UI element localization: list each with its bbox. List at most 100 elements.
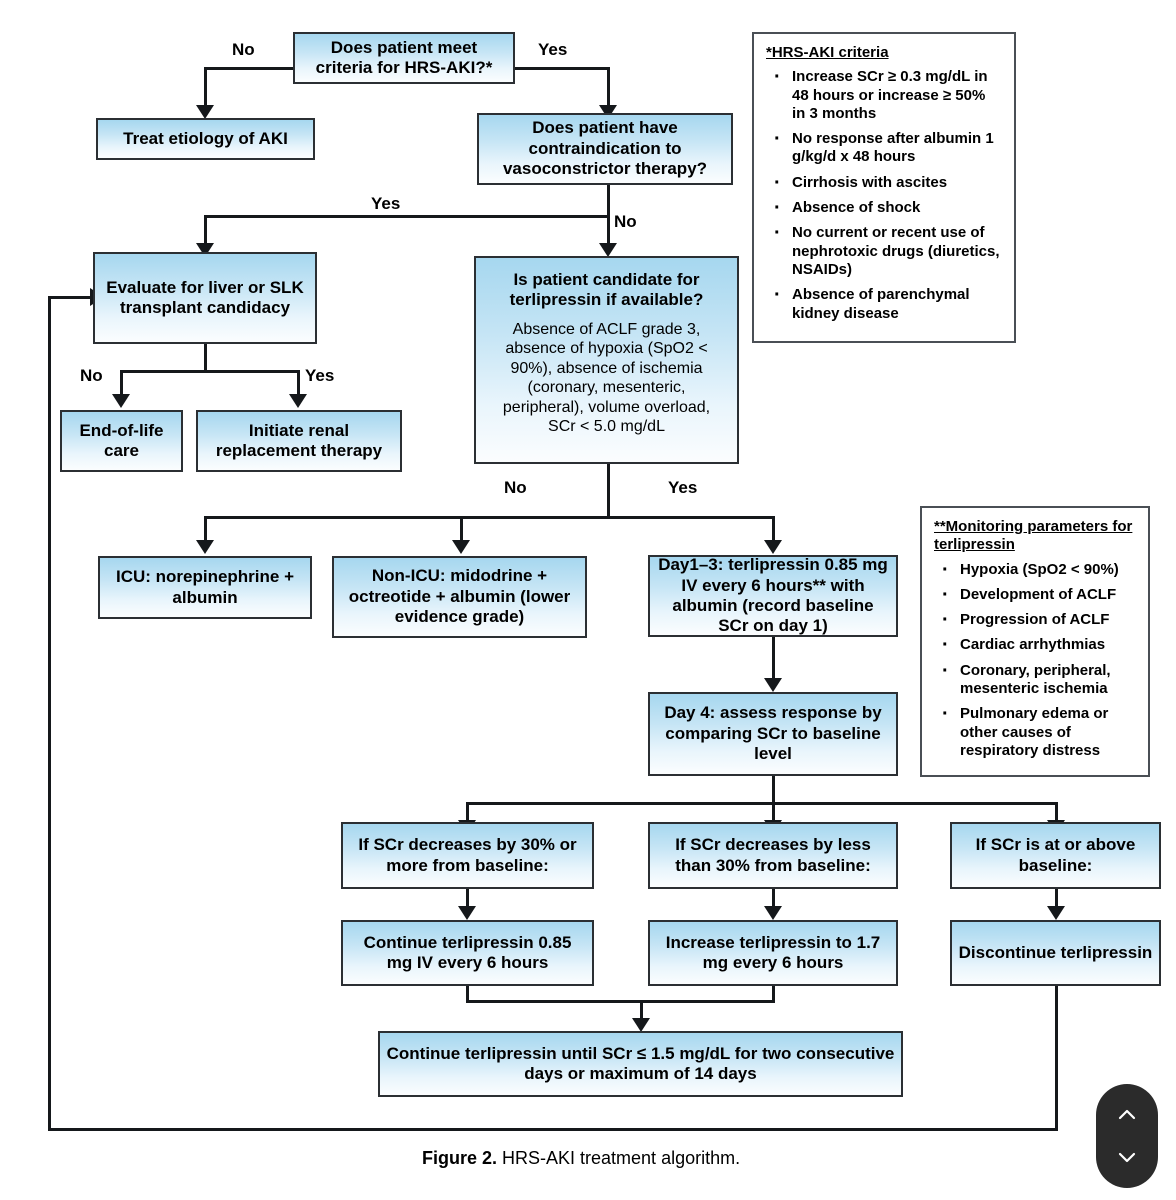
- box-day4-assess-label: Day 4: assess response by comparing SCr …: [664, 703, 882, 764]
- box-scr-decrease-less30-label: If SCr decreases by less than 30% from b…: [675, 835, 871, 875]
- note-hrs-aki-item: No response after albumin 1 g/kg/d x 48 …: [766, 127, 1002, 167]
- box-non-icu-midodrine-label: Non-ICU: midodrine + octreotide + albumi…: [348, 566, 571, 627]
- connector-merge-down: [640, 1000, 643, 1022]
- connector-merge-bar: [466, 1000, 775, 1003]
- figure-caption-text: HRS-AKI treatment algorithm.: [497, 1148, 741, 1168]
- connector-transplant-bar: [120, 370, 300, 373]
- box-increase-17-label: Increase terlipressin to 1.7 mg every 6 …: [665, 932, 881, 972]
- edge-label-transplant-yes: Yes: [305, 366, 335, 385]
- box-icu-norepinephrine[interactable]: ICU: norepinephrine + albumin: [98, 556, 312, 619]
- box-scr-at-or-above-label: If SCr is at or above baseline:: [975, 835, 1136, 875]
- connector-transplant-no-down: [120, 370, 123, 398]
- arrow-transplant-no: [112, 394, 130, 408]
- box-continue-until[interactable]: Continue terlipressin until SCr ≤ 1.5 mg…: [378, 1031, 903, 1097]
- note-hrs-aki-item: Absence of shock: [766, 196, 1002, 221]
- box-day1-3-terlipressin-label: Day1–3: terlipressin 0.85 mg IV every 6 …: [658, 555, 888, 636]
- connector-terli-down: [607, 463, 610, 519]
- connector-transplant-down: [204, 341, 207, 373]
- note-hrs-aki-item: Increase SCr ≥ 0.3 mg/dL in 48 hours or …: [766, 65, 1002, 123]
- note-monitoring-item: Coronary, peripheral, mesenteric ischemi…: [934, 659, 1136, 699]
- arrow-transplant-yes: [289, 394, 307, 408]
- box-contraindication-label: Does patient have contraindication to va…: [502, 118, 708, 179]
- box-treat-etiology-label: Treat etiology of AKI: [123, 128, 288, 148]
- arrow-b3-action: [1047, 906, 1065, 920]
- box-non-icu-midodrine[interactable]: Non-ICU: midodrine + octreotide + albumi…: [332, 556, 587, 638]
- box-treat-etiology[interactable]: Treat etiology of AKI: [96, 118, 315, 160]
- connector-day4-down: [772, 775, 775, 805]
- note-hrs-aki-item: No current or recent use of nephrotoxic …: [766, 221, 1002, 279]
- connector-terli-icu-down: [204, 516, 207, 544]
- note-hrs-aki-criteria: *HRS-AKI criteria Increase SCr ≥ 0.3 mg/…: [752, 32, 1016, 343]
- box-end-of-life-label: End-of-life care: [79, 420, 164, 460]
- connector-criteria-no-down: [204, 67, 207, 109]
- note-hrs-aki-item: Absence of parenchymal kidney disease: [766, 283, 1002, 323]
- edge-label-criteria-no: No: [232, 40, 255, 59]
- box-scr-at-or-above[interactable]: If SCr is at or above baseline:: [950, 822, 1161, 889]
- connector-transplant-yes-down: [297, 370, 300, 398]
- arrow-terli-day13: [764, 540, 782, 554]
- note-monitoring-title: **Monitoring parameters for terlipressin: [934, 518, 1133, 554]
- connector-b1-action: [466, 888, 469, 910]
- box-meets-criteria[interactable]: Does patient meet criteria for HRS-AKI?*: [293, 32, 515, 84]
- box-evaluate-transplant[interactable]: Evaluate for liver or SLK transplant can…: [93, 252, 317, 344]
- connector-b3-action: [1055, 888, 1058, 910]
- arrow-day4: [764, 678, 782, 692]
- connector-increase-down: [772, 985, 775, 1003]
- connector-continue-down: [466, 985, 469, 1003]
- arrow-b1-action: [458, 906, 476, 920]
- note-hrs-aki-list: Increase SCr ≥ 0.3 mg/dL in 48 hours or …: [766, 65, 1002, 323]
- box-day4-assess[interactable]: Day 4: assess response by comparing SCr …: [648, 692, 898, 776]
- arrow-b2-action: [764, 906, 782, 920]
- connector-day13-day4: [772, 636, 775, 684]
- box-icu-norepinephrine-label: ICU: norepinephrine + albumin: [115, 567, 295, 607]
- connector-terli-bar: [204, 516, 774, 519]
- box-continue-085-label: Continue terlipressin 0.85 mg IV every 6…: [363, 932, 572, 972]
- box-initiate-rrt-label: Initiate renal replacement therapy: [215, 420, 383, 460]
- connector-discontinue-down: [1055, 985, 1058, 1131]
- box-discontinue[interactable]: Discontinue terlipressin: [950, 920, 1161, 986]
- connector-criteria-yes-down: [607, 67, 610, 109]
- box-end-of-life[interactable]: End-of-life care: [60, 410, 183, 472]
- chevron-up-icon[interactable]: [1115, 1103, 1139, 1127]
- box-increase-17[interactable]: Increase terlipressin to 1.7 mg every 6 …: [648, 920, 898, 986]
- connector-loop-left: [48, 296, 51, 1131]
- edge-label-terli-yes: Yes: [668, 478, 698, 497]
- box-day1-3-terlipressin[interactable]: Day1–3: terlipressin 0.85 mg IV every 6 …: [648, 555, 898, 637]
- connector-loop-into-transplant: [48, 296, 94, 299]
- connector-terli-nonicu-down: [460, 516, 463, 544]
- box-continue-085[interactable]: Continue terlipressin 0.85 mg IV every 6…: [341, 920, 594, 986]
- box-scr-decrease-30-label: If SCr decreases by 30% or more from bas…: [358, 835, 577, 875]
- edge-label-contra-no: No: [614, 212, 637, 231]
- box-contraindication[interactable]: Does patient have contraindication to va…: [477, 113, 733, 185]
- scroll-control[interactable]: [1096, 1084, 1158, 1188]
- box-scr-decrease-less30[interactable]: If SCr decreases by less than 30% from b…: [648, 822, 898, 889]
- note-monitoring-parameters: **Monitoring parameters for terlipressin…: [920, 506, 1150, 777]
- connector-contra-yes-down: [204, 215, 207, 247]
- connector-day4-b1-down: [466, 802, 469, 824]
- figure-caption-label: Figure 2.: [422, 1148, 498, 1168]
- arrow-criteria-no: [196, 105, 214, 119]
- box-initiate-rrt[interactable]: Initiate renal replacement therapy: [196, 410, 402, 472]
- caption-divider: [360, 1128, 645, 1131]
- arrow-terli-icu: [196, 540, 214, 554]
- box-continue-until-label: Continue terlipressin until SCr ≤ 1.5 mg…: [386, 1043, 895, 1083]
- note-monitoring-list: Hypoxia (SpO2 < 90%) Development of ACLF…: [934, 558, 1136, 761]
- note-monitoring-item: Cardiac arrhythmias: [934, 633, 1136, 658]
- note-hrs-aki-item: Cirrhosis with ascites: [766, 171, 1002, 196]
- connector-day4-b2-down: [772, 802, 775, 824]
- note-monitoring-item: Pulmonary edema or other causes of respi…: [934, 702, 1136, 760]
- note-monitoring-item: Development of ACLF: [934, 583, 1136, 608]
- note-monitoring-item: Progression of ACLF: [934, 608, 1136, 633]
- figure-caption: Figure 2. HRS-AKI treatment algorithm.: [422, 1148, 740, 1169]
- connector-contra-down: [607, 182, 610, 218]
- note-monitoring-item: Hypoxia (SpO2 < 90%): [934, 558, 1136, 583]
- chevron-down-icon[interactable]: [1115, 1145, 1139, 1169]
- arrow-terli-nonicu: [452, 540, 470, 554]
- note-hrs-aki-title: *HRS-AKI criteria: [766, 44, 889, 61]
- edge-label-transplant-no: No: [80, 366, 103, 385]
- connector-contra-bar: [204, 215, 610, 218]
- box-terlipressin-candidate-title: Is patient candidate for terlipressin if…: [509, 270, 704, 310]
- box-terlipressin-candidate[interactable]: Is patient candidate for terlipressin if…: [474, 256, 739, 464]
- box-scr-decrease-30[interactable]: If SCr decreases by 30% or more from bas…: [341, 822, 594, 889]
